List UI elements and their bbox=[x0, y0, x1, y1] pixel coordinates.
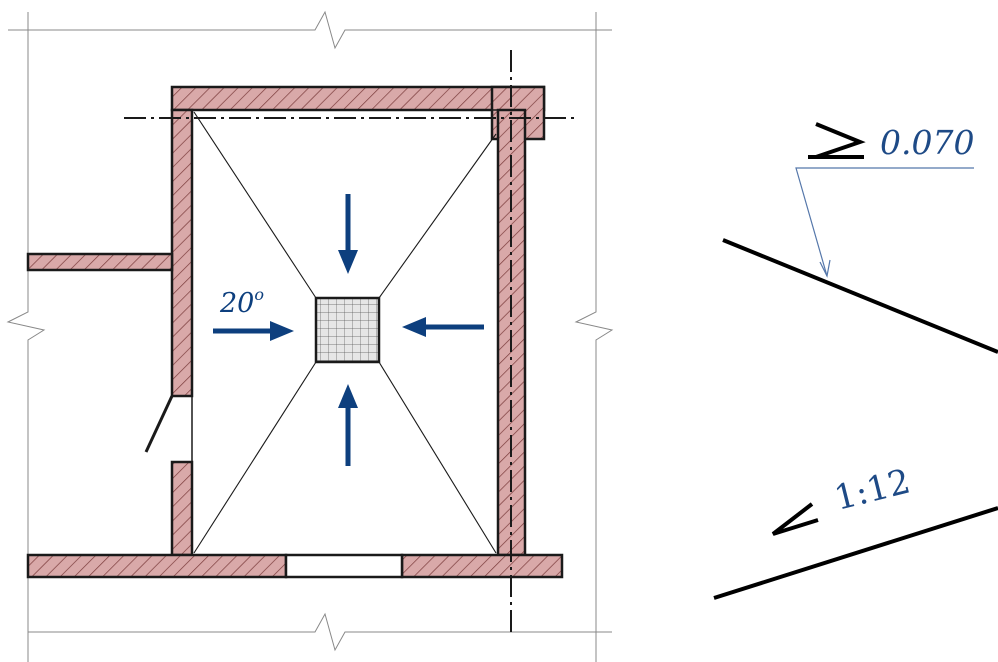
slope-lines bbox=[193, 111, 497, 554]
axis-lines bbox=[124, 50, 574, 632]
wall-left-upper bbox=[170, 108, 194, 398]
level-mark-icon bbox=[815, 122, 866, 159]
window-opening bbox=[284, 553, 404, 579]
arrow-down-icon bbox=[338, 194, 358, 274]
elevation-view: 0.070 1:12 bbox=[713, 122, 998, 600]
upper-slope-line bbox=[722, 238, 998, 354]
arrow-right-icon bbox=[213, 321, 294, 341]
flow-arrows bbox=[213, 194, 484, 466]
arrow-left-icon bbox=[402, 317, 484, 337]
bottom-break-line bbox=[28, 612, 612, 652]
slope-angle-label: 20o bbox=[219, 285, 264, 319]
top-break-line bbox=[8, 10, 612, 50]
leader-line bbox=[795, 167, 974, 277]
wall-corridor bbox=[26, 252, 174, 272]
slope-direction-icon bbox=[771, 502, 819, 536]
wall-left-lower bbox=[170, 460, 194, 557]
lower-slope-line bbox=[713, 506, 998, 600]
wall-bottom-right bbox=[400, 553, 564, 579]
door-leaf bbox=[144, 395, 174, 453]
slope-angle-unit: o bbox=[254, 285, 264, 304]
room-outline bbox=[191, 109, 499, 556]
walls bbox=[26, 85, 564, 579]
wall-bottom-left bbox=[26, 553, 288, 579]
plan-view: 20o bbox=[6, 10, 614, 662]
wall-top bbox=[170, 85, 546, 112]
slope-angle-value: 20 bbox=[219, 288, 254, 319]
arrow-up-icon bbox=[338, 384, 358, 466]
right-break-line bbox=[574, 12, 614, 662]
floor-drain bbox=[314, 296, 381, 364]
level-value: 0.070 bbox=[880, 123, 974, 162]
slope-ratio-label: 1:12 bbox=[831, 461, 915, 518]
leader-arrow-icon bbox=[819, 259, 831, 278]
